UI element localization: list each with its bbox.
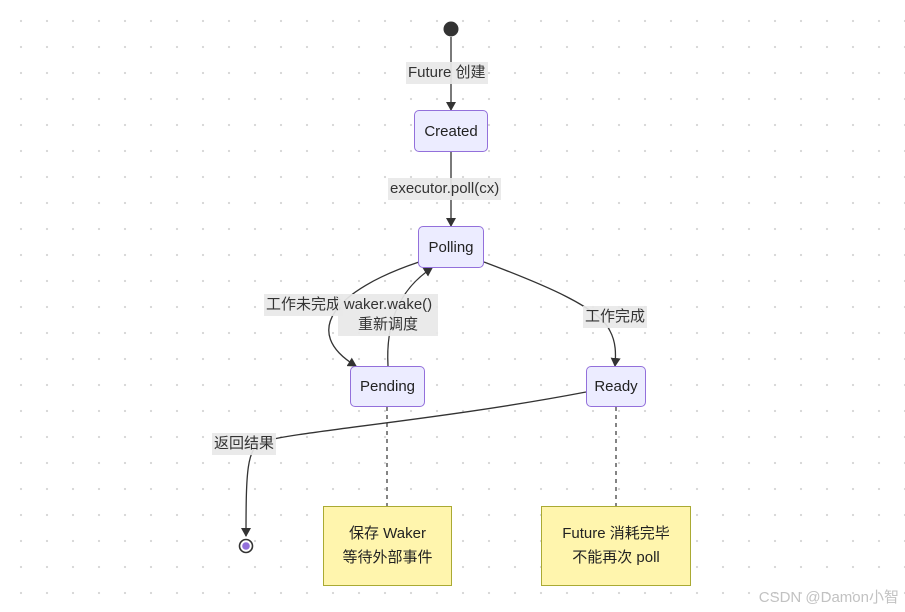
label-executor-poll: executor.poll(cx) — [388, 178, 502, 200]
note-ready: Future 消耗完毕 不能再次 poll — [541, 506, 691, 586]
state-polling[interactable]: Polling — [418, 226, 484, 268]
edge-ready-end — [241, 391, 587, 537]
note-ready-line1: Future 消耗完毕 — [562, 525, 670, 542]
start-node — [443, 21, 459, 37]
watermark: CSDN @Damon小智 — [758, 589, 899, 606]
end-node-inner — [242, 542, 250, 550]
state-created[interactable]: Created — [414, 110, 488, 152]
label-waker-wake: waker.wake() 重新调度 — [338, 294, 438, 336]
note-pending-line2: 等待外部事件 — [342, 549, 433, 566]
label-return-result: 返回结果 — [212, 433, 277, 455]
label-future-created: Future 创建 — [406, 62, 488, 84]
label-work-complete: 工作完成 — [583, 306, 648, 328]
state-pending[interactable]: Pending — [350, 366, 425, 407]
note-pending-line1: 保存 Waker — [349, 525, 426, 542]
label-waker-wake-line2: 重新调度 — [357, 316, 418, 333]
label-work-incomplete: 工作未完成 — [264, 294, 344, 316]
state-ready[interactable]: Ready — [586, 366, 646, 407]
note-ready-line2: 不能再次 poll — [572, 549, 660, 566]
note-pending: 保存 Waker 等待外部事件 — [323, 506, 452, 586]
label-waker-wake-line1: waker.wake() — [343, 296, 433, 313]
